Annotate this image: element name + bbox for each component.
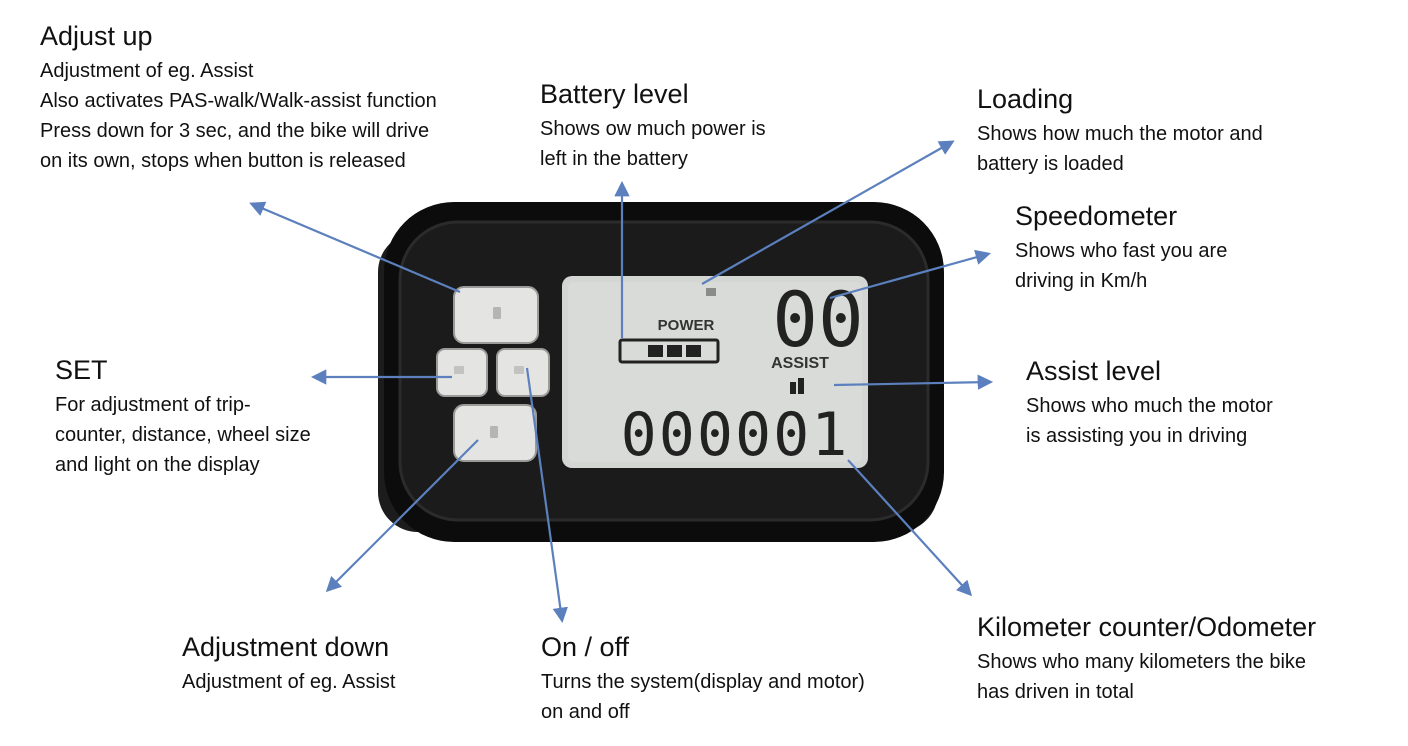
callout-line: counter, distance, wheel size — [55, 424, 311, 446]
callout-assist: Assist level Shows who much the motor is… — [1026, 355, 1273, 451]
lcd-inner — [568, 282, 862, 462]
callout-title: SET — [55, 355, 108, 385]
callout-line: Shows ow much power is — [540, 118, 766, 140]
callout-line: driving in Km/h — [1015, 270, 1148, 292]
callout-line: For adjustment of trip- — [55, 394, 251, 416]
battery-bar-2 — [667, 345, 682, 357]
callout-battery: Battery level Shows ow much power is lef… — [540, 78, 766, 174]
callout-line: on and off — [541, 701, 630, 723]
callout-line: Press down for 3 sec, and the bike will … — [40, 120, 430, 142]
callout-line: Shows who many kilometers the bike — [977, 651, 1307, 673]
set-button[interactable] — [436, 348, 488, 397]
battery-outline — [618, 338, 720, 364]
callout-line: Also activates PAS-walk/Walk-assist func… — [40, 90, 437, 112]
power-button[interactable] — [496, 348, 550, 397]
callout-odometer: Kilometer counter/Odometer Shows who man… — [977, 611, 1316, 707]
callout-line: Adjustment of eg. Assist — [182, 671, 396, 693]
callout-line: and light on the display — [55, 454, 260, 476]
callout-line: Adjustment of eg. Assist — [40, 60, 254, 82]
callout-title: On / off — [541, 632, 630, 662]
callout-adjust-up: Adjust up Adjustment of eg. Assist Also … — [40, 20, 437, 176]
speed-readout: 00 — [772, 275, 864, 364]
callout-line: on its own, stops when button is release… — [40, 150, 406, 172]
callout-line: Shows who fast you are — [1015, 240, 1228, 262]
callout-title: Adjustment down — [182, 632, 390, 662]
callout-loading: Loading Shows how much the motor and bat… — [977, 83, 1263, 179]
adjust-down-button[interactable] — [453, 404, 537, 462]
callout-title: Speedometer — [1015, 201, 1178, 231]
callout-adjust-down: Adjustment down Adjustment of eg. Assist — [182, 631, 395, 697]
callout-speedometer: Speedometer Shows who fast you are drivi… — [1015, 200, 1227, 296]
callout-line: left in the battery — [540, 148, 688, 170]
callout-title: Adjust up — [40, 21, 153, 51]
assist-bar-1 — [790, 382, 796, 394]
callout-line: Shows how much the motor and — [977, 123, 1263, 145]
callout-title: Loading — [977, 84, 1074, 114]
assist-label: ASSIST — [771, 355, 829, 372]
odometer-readout: 000001 — [621, 400, 850, 470]
assist-bar-2 — [798, 378, 804, 394]
callout-line: has driven in total — [977, 681, 1134, 703]
battery-bar-3 — [686, 345, 701, 357]
callout-line: Turns the system(display and motor) — [541, 671, 865, 693]
callout-line: battery is loaded — [977, 153, 1124, 175]
callout-set: SET For adjustment of trip- counter, dis… — [55, 354, 311, 480]
battery-bar-1 — [648, 345, 663, 357]
loading-indicator — [706, 288, 716, 296]
callout-title: Assist level — [1026, 356, 1162, 386]
callout-onoff: On / off Turns the system(display and mo… — [541, 631, 865, 727]
callout-line: Shows who much the motor — [1026, 395, 1273, 417]
callout-title: Battery level — [540, 79, 689, 109]
callout-title: Kilometer counter/Odometer — [977, 612, 1317, 642]
callout-line: is assisting you in driving — [1026, 425, 1248, 447]
power-label: POWER — [658, 317, 715, 334]
adjust-up-button[interactable] — [453, 286, 539, 344]
